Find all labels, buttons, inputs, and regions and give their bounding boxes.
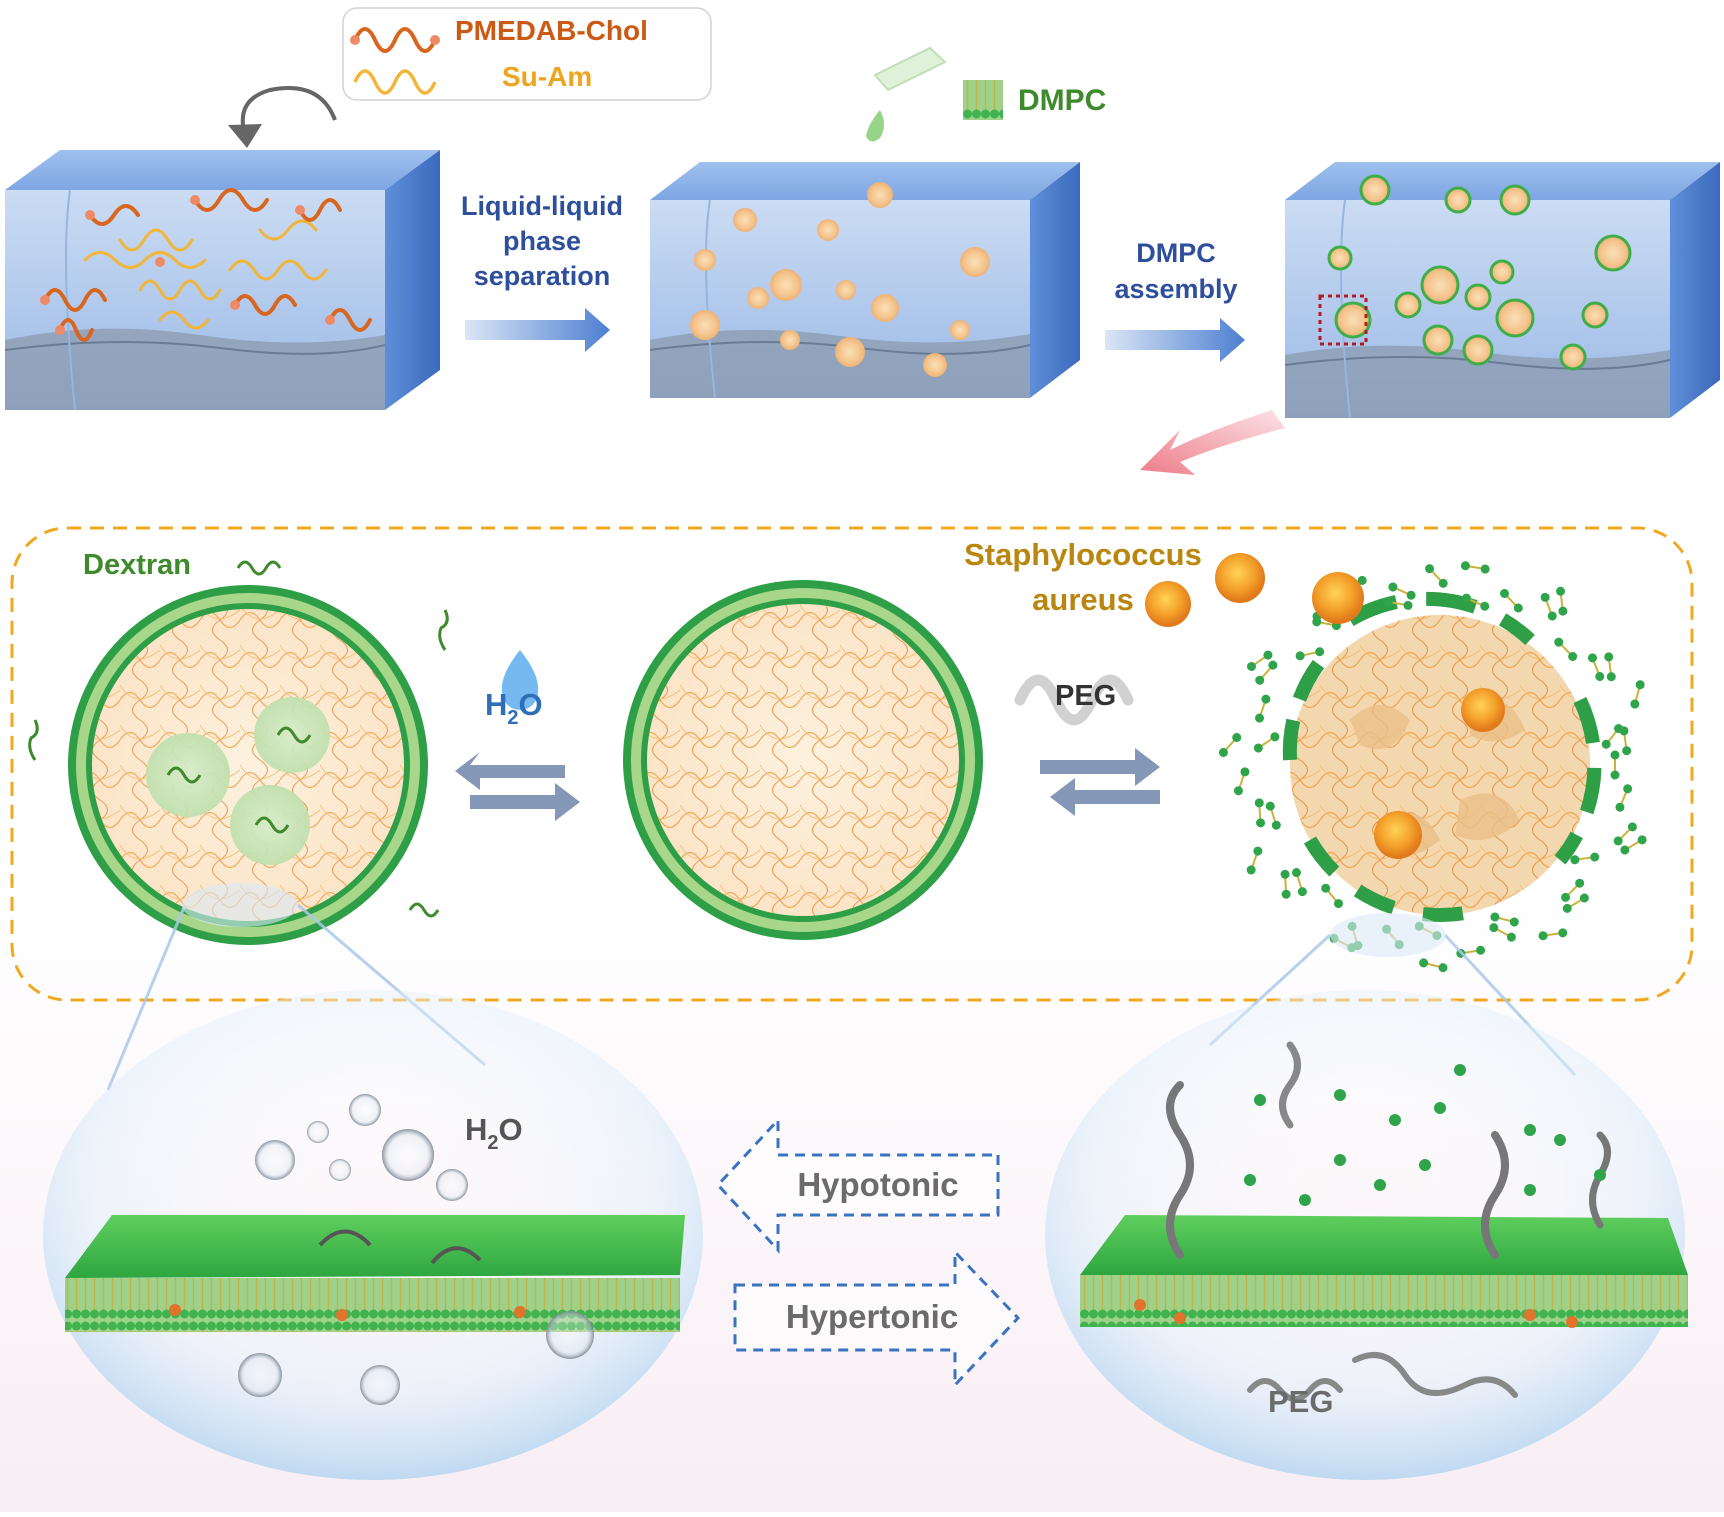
- lipid-molecule: [1620, 835, 1647, 855]
- legend-pmedab-label: PMEDAB-Chol: [455, 15, 648, 46]
- lipid-molecule: [1554, 637, 1578, 661]
- lipid-molecule: [1619, 726, 1632, 756]
- lipid-molecule: [1295, 647, 1325, 661]
- lipid-molecule: [1255, 694, 1271, 723]
- hypotonic-arrow[interactable]: [715, 1116, 1000, 1254]
- lipid-molecule: [1460, 561, 1490, 574]
- middle-peg-label: PEG: [1055, 680, 1116, 712]
- lipid-molecule: [1610, 750, 1620, 780]
- bacteria-line2: aureus: [1032, 582, 1134, 617]
- vesicle-dextran: [68, 585, 428, 945]
- coacervate-droplets: [690, 182, 990, 377]
- step2-line1: DMPC: [1136, 238, 1216, 268]
- exchange-arrows-left: [455, 752, 580, 821]
- bacteria-line1: Staphylococcus: [964, 537, 1202, 572]
- lipid-molecule: [1246, 846, 1263, 875]
- lipid-molecule: [1265, 801, 1281, 830]
- hypotonic-label: Hypotonic: [797, 1166, 958, 1203]
- lipid-molecule: [1561, 878, 1585, 902]
- dmpc-label: DMPC: [1018, 84, 1106, 117]
- lipid-molecule: [1253, 732, 1280, 753]
- lipid-molecule: [1419, 958, 1448, 973]
- step1-line2: phase: [503, 226, 581, 256]
- staphylococcus-aureus-icon: [1145, 553, 1364, 627]
- lipid-molecule: [1556, 586, 1568, 616]
- lipid-molecule: [1630, 680, 1645, 709]
- lipid-molecule: [1570, 852, 1600, 865]
- lipid-molecule: [1538, 928, 1568, 941]
- lipid-molecule: [1291, 868, 1307, 897]
- lipid-molecule: [1615, 784, 1633, 812]
- hypertonic-arrow[interactable]: [733, 1248, 1021, 1389]
- exchange-arrows-right: [1040, 748, 1160, 816]
- zoom-box: [1318, 294, 1368, 346]
- suam-line-icon: [353, 69, 437, 95]
- bottom-water-label: H2O: [465, 1112, 523, 1154]
- magnifier-spot-left: [182, 883, 298, 927]
- dextran-label: Dextran: [83, 549, 191, 581]
- water-box-2: [649, 162, 1080, 399]
- water-box-1: [4, 150, 440, 411]
- curved-arrow-icon: [240, 86, 337, 136]
- lipid-molecule: [1562, 893, 1589, 913]
- water-drop-icon: [501, 650, 539, 710]
- lipid-molecule: [1233, 767, 1250, 796]
- lens-bilayer-intact: [43, 990, 703, 1480]
- lldp-arrow: [465, 308, 610, 352]
- middle-water-label: H2O: [485, 687, 543, 729]
- pipette-icon: [866, 46, 947, 142]
- lipid-molecule: [1383, 597, 1413, 610]
- lipid-molecule: [1500, 589, 1523, 613]
- lipid-molecule: [1246, 650, 1273, 671]
- vesicle-disrupted: [1282, 591, 1602, 923]
- bottom-peg-label: PEG: [1268, 1384, 1333, 1419]
- lipid-molecule: [1489, 923, 1516, 942]
- vesicle-plain: [623, 580, 983, 940]
- step2-line2: assembly: [1114, 274, 1237, 304]
- polymer-chains: [40, 188, 372, 342]
- lipid-molecule: [1425, 564, 1448, 588]
- zoom-arrow: [1140, 410, 1285, 475]
- lipid-molecule: [1218, 733, 1242, 757]
- step1-line3: separation: [474, 261, 611, 291]
- lipid-molecule: [1613, 822, 1637, 846]
- lipid-molecule: [1461, 593, 1490, 611]
- lipid-molecule: [1601, 724, 1624, 749]
- lipid-molecule: [1490, 912, 1519, 927]
- legend-suam-label: Su-Am: [502, 61, 592, 92]
- step1-line1: Liquid-liquid: [461, 191, 623, 221]
- free-dextran-chains: [28, 560, 449, 918]
- lipid-molecule: [1388, 582, 1416, 600]
- legend-box: [342, 7, 712, 101]
- lipid-coated-droplets: [1327, 174, 1632, 371]
- lens-bilayer-disrupted: [1045, 990, 1688, 1480]
- lipid-molecule: [1280, 869, 1291, 899]
- lipid-molecule: [1540, 592, 1557, 621]
- dmpc-assembly-arrow: [1105, 318, 1245, 362]
- vesicle-panel-frame: [10, 526, 1694, 1002]
- lipid-molecule: [1604, 652, 1616, 682]
- dmpc-lipid-icon: [963, 80, 1003, 120]
- lipid-molecule: [1254, 798, 1266, 828]
- pmedab-line-icon: [353, 27, 437, 53]
- lipid-molecule: [1255, 660, 1278, 685]
- lipid-molecule: [1587, 653, 1605, 682]
- peg-chain-icon: [1014, 674, 1134, 726]
- hypertonic-label: Hypertonic: [786, 1298, 958, 1335]
- curved-arrow-head-icon: [228, 124, 262, 148]
- lipid-molecule: [1321, 883, 1344, 909]
- magnifier-spot-right: [1330, 913, 1446, 957]
